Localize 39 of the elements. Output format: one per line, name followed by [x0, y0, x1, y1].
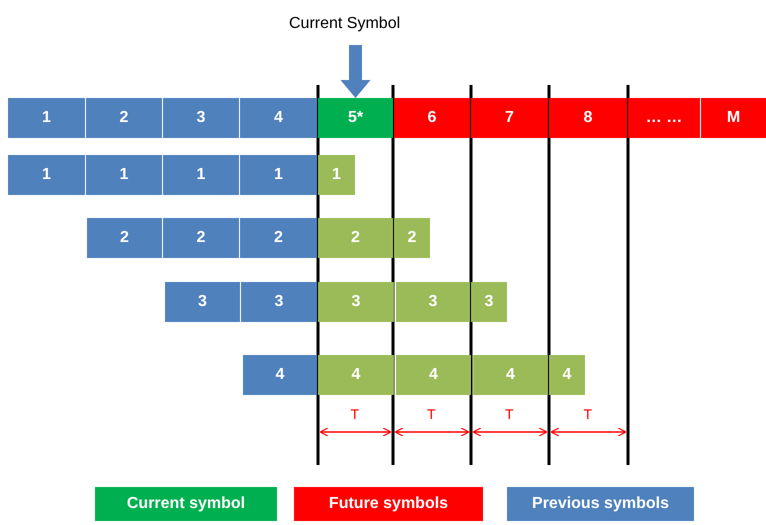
symbol-cell: 2: [86, 98, 162, 138]
symbol-cell: 4: [473, 355, 548, 395]
symbol-cell: 4: [396, 355, 471, 395]
period-label: T: [584, 406, 592, 422]
period-label: T: [350, 406, 360, 422]
symbol-cell: 3: [241, 282, 317, 322]
symbol-cell: 3: [396, 282, 470, 322]
legend-label: Current symbol: [126, 495, 246, 513]
symbol-cell: 3: [165, 282, 240, 322]
legend-label: Previous symbols: [532, 495, 669, 513]
symbol-cell: M: [701, 98, 766, 138]
symbol-cell: 4: [240, 98, 317, 138]
symbol-cell: 1: [8, 155, 85, 195]
symbol-cell: 2: [394, 218, 430, 258]
symbol-cell: 7: [471, 98, 548, 138]
symbol-cell: 1: [8, 98, 85, 138]
symbol-cell: 4: [549, 355, 585, 395]
legend-label: Future symbols: [328, 495, 448, 513]
caption-text: Current Symbol: [289, 15, 400, 33]
symbol-cell: 2: [87, 218, 162, 258]
symbol-cell: 4: [318, 355, 394, 395]
symbol-cell: 2: [318, 218, 393, 258]
symbol-cell: 5*: [318, 98, 393, 138]
arrow: [340, 45, 370, 98]
symbol-cell: 3: [471, 282, 507, 322]
symbol-cell: 3: [318, 282, 394, 322]
symbol-cell: 1: [163, 155, 239, 195]
symbol-cell: 1: [318, 155, 355, 195]
symbol-cell: 2: [163, 218, 239, 258]
period-label: T: [505, 406, 514, 422]
symbol-cell: 1: [240, 155, 317, 195]
symbol-cell: 1: [86, 155, 162, 195]
period-label: T: [427, 406, 436, 422]
symbol-cell: 6: [394, 98, 470, 138]
symbol-cell: 8: [549, 98, 627, 138]
symbol-cell: 3: [163, 98, 239, 138]
symbol-cell: 4: [243, 355, 317, 395]
symbol-cell: … …: [628, 98, 700, 138]
symbol-cell: 2: [240, 218, 317, 258]
